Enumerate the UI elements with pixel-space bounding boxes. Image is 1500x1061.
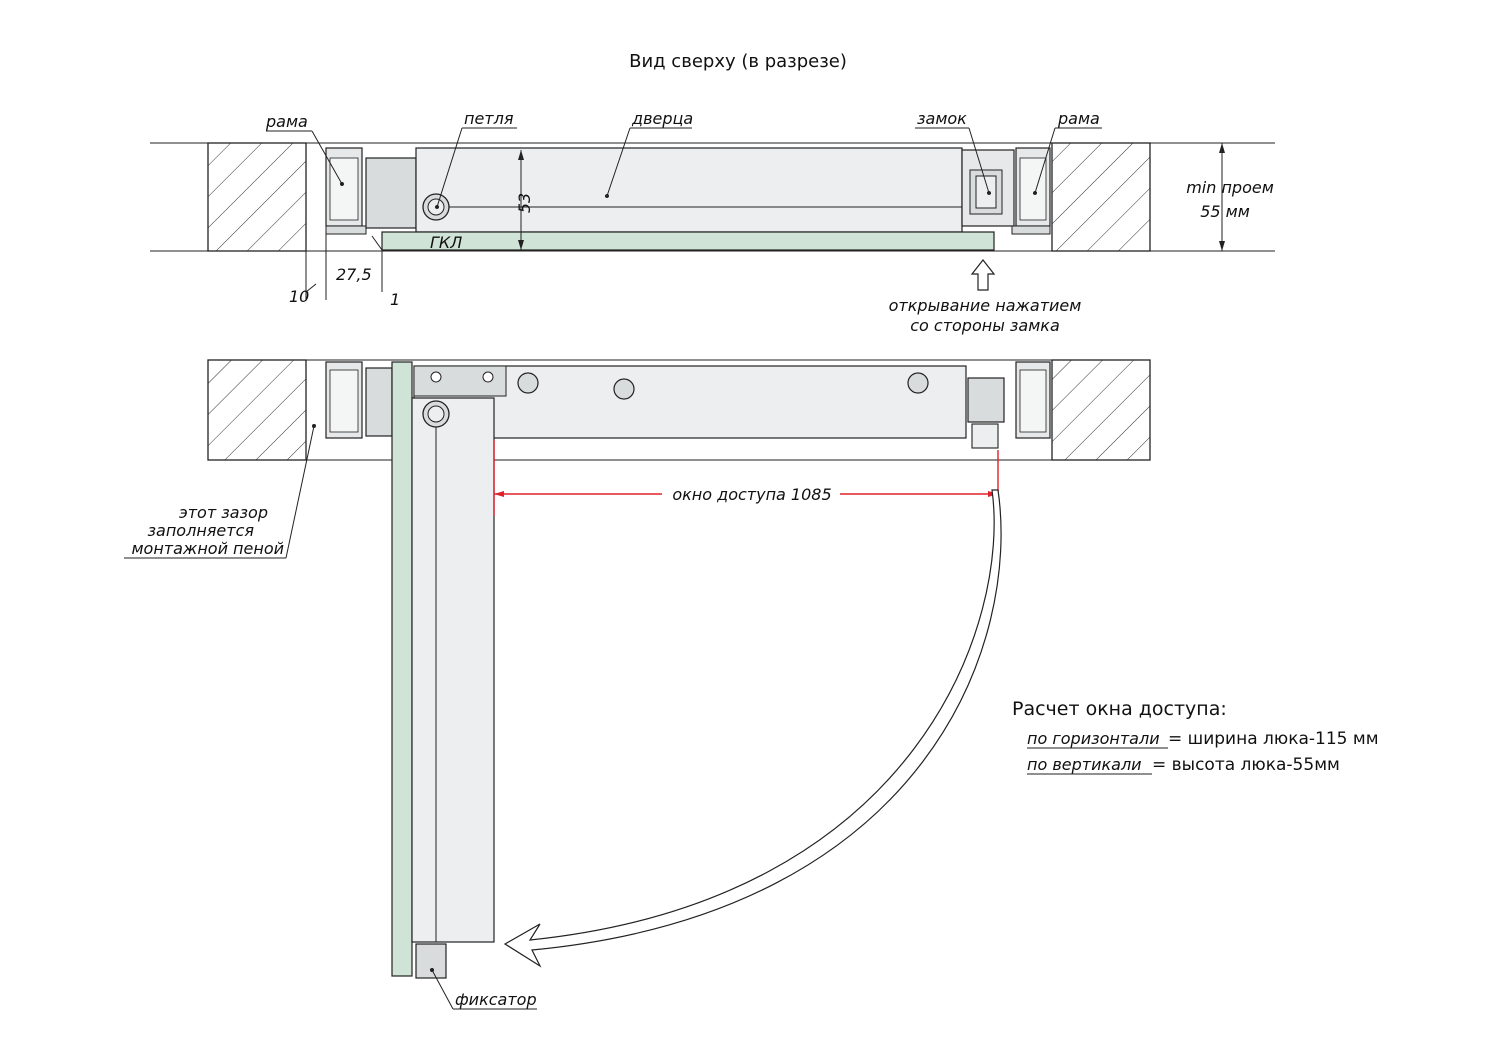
label-frame-left: рама [265,112,308,131]
label-lock: замок [917,109,967,128]
label-door: дверца [631,109,693,128]
swing-arrow [503,489,1002,968]
wall-left-closed [207,142,307,252]
dim-53: 53 [515,193,534,213]
hinge-block-closed [365,157,417,229]
dim-10: 10 [289,287,309,306]
gap-label-2: заполняется [148,521,255,540]
open-section: окно доступа 1085 этот зазор заполняется… [124,359,1151,1010]
screw-1 [517,372,539,394]
calc-title: Расчет окна доступа: [1012,698,1227,720]
wall-right-closed [1051,142,1151,252]
drawing-title: Вид сверху (в разрезе) [629,51,847,72]
label-hinge: петля [464,109,514,128]
screw-3 [907,372,929,394]
calc-row-vertical-key: по вертикали [1027,755,1142,774]
push-label-1: открывание нажатием [889,296,1082,315]
closed-section: ГКЛ 53 min проем 55 мм 10 27,5 1 откры [150,109,1275,335]
wall-left-open [207,359,307,461]
gap-label-1: этот зазор [179,503,268,522]
door-closed [415,147,963,233]
calc-row-horizontal-key: по горизонтали [1027,729,1160,748]
dim-27-5: 27,5 [336,265,372,284]
screw-2 [613,378,635,400]
opening-label-2: 55 мм [1200,202,1250,221]
access-window-label: окно доступа 1085 [672,485,831,504]
calc-row-vertical-value: = высота люка-55мм [1152,755,1340,775]
door-open-body [411,397,495,943]
opening-label-1: min проем [1186,178,1274,197]
push-arrow [970,259,996,291]
latch-block [415,943,447,979]
wall-right-open [1051,359,1151,461]
gap-label-3: монтажной пеной [131,539,284,558]
push-label-2: со стороны замка [910,316,1060,335]
label-frame-right: рама [1057,109,1100,128]
calc-row-horizontal-value: = ширина люка-115 мм [1168,729,1379,749]
door-open-gkl [391,361,413,977]
gkl-panel [381,231,995,251]
calculation-block: Расчет окна доступа: по горизонтали = ши… [1012,698,1379,775]
dim-1: 1 [390,290,400,309]
latch-label: фиксатор [455,990,537,1009]
gkl-label: ГКЛ [430,233,462,252]
